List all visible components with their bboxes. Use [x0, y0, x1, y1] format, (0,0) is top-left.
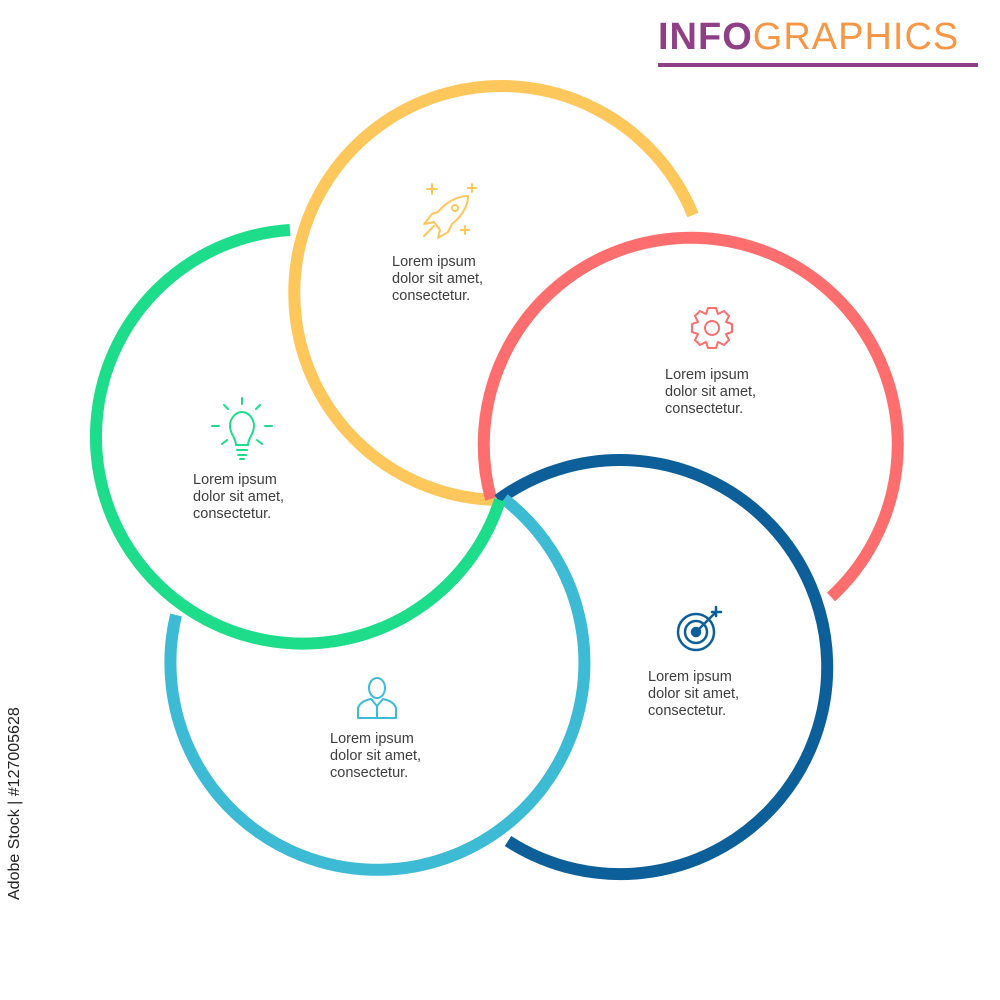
title-underline: [658, 63, 978, 67]
label-line: consectetur.: [392, 288, 471, 304]
label-line: Lorem ipsum: [193, 472, 277, 488]
title-graphics: GRAPHICS: [752, 16, 960, 58]
infographics-title: INFOGRAPHICS: [658, 14, 959, 60]
label-line: consectetur.: [193, 506, 272, 522]
label-line: Lorem ipsum: [665, 367, 749, 383]
rocket-icon: [423, 183, 477, 239]
label-yellow: Lorem ipsum dolor sit amet, consectetur.: [392, 254, 542, 305]
label-line: dolor sit amet,: [648, 686, 740, 702]
stock-credit: Adobe Stock | #127005628: [6, 707, 23, 900]
label-line: dolor sit amet,: [392, 271, 484, 287]
ring-navy: [494, 454, 834, 881]
label-navy: Lorem ipsum dolor sit amet, consectetur.: [648, 669, 798, 720]
label-line: Lorem ipsum: [330, 731, 414, 747]
gear-icon: [691, 307, 733, 349]
target-icon: [676, 605, 723, 652]
ring-green: [89, 224, 506, 650]
title-info: INFO: [658, 16, 753, 58]
label-line: Lorem ipsum: [392, 254, 476, 270]
ring-teal: [164, 494, 591, 876]
label-line: dolor sit amet,: [193, 489, 285, 505]
label-red: Lorem ipsum dolor sit amet, consectetur.: [665, 367, 815, 418]
label-line: Lorem ipsum: [648, 669, 732, 685]
ring-red: [477, 231, 904, 602]
label-line: consectetur.: [330, 765, 409, 781]
label-line: dolor sit amet,: [665, 384, 757, 400]
lightbulb-icon: [211, 397, 273, 460]
ring-yellow: [288, 80, 699, 506]
label-line: consectetur.: [665, 401, 744, 417]
label-teal: Lorem ipsum dolor sit amet, consectetur.: [330, 731, 480, 782]
label-line: consectetur.: [648, 703, 727, 719]
label-line: dolor sit amet,: [330, 748, 422, 764]
person-icon: [357, 677, 397, 719]
label-green: Lorem ipsum dolor sit amet, consectetur.: [193, 472, 343, 523]
